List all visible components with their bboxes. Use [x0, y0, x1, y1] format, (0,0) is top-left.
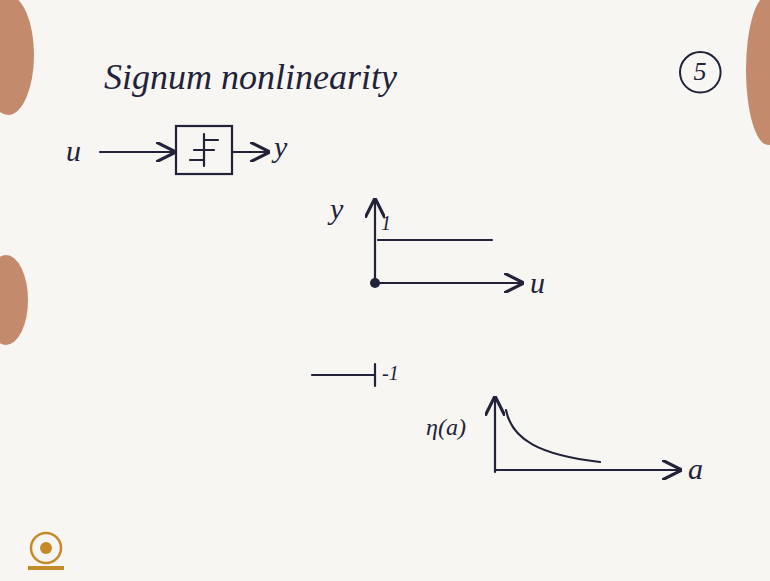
lower-level — [312, 374, 374, 376]
axis-label: 1 — [381, 212, 391, 234]
axis-label: η(a) — [426, 414, 466, 440]
hand — [0, 0, 34, 115]
a-axis — [495, 469, 680, 471]
axis-label: u — [66, 134, 81, 167]
output-arrow — [232, 151, 268, 153]
eta-axis — [494, 398, 496, 472]
hand — [746, 0, 770, 145]
tick — [374, 364, 376, 386]
title: Signum nonlinearity — [104, 58, 397, 98]
y-axis — [374, 200, 376, 286]
logo — [28, 533, 64, 570]
axis-label: -1 — [382, 362, 399, 384]
upper-level — [378, 239, 492, 241]
input-arrow — [100, 151, 174, 153]
number-text: 5 — [694, 58, 707, 87]
u-axis — [375, 282, 522, 284]
eta-curve — [506, 410, 600, 462]
axis-label: y — [330, 192, 343, 225]
hand — [0, 255, 28, 345]
axis-label: y — [274, 130, 287, 163]
signum-block — [176, 126, 232, 174]
axis-label: u — [530, 266, 545, 299]
circled-number: 5 — [678, 50, 723, 95]
signum-symbol — [190, 134, 218, 166]
origin-dot — [370, 278, 380, 288]
axis-label: a — [688, 452, 703, 485]
